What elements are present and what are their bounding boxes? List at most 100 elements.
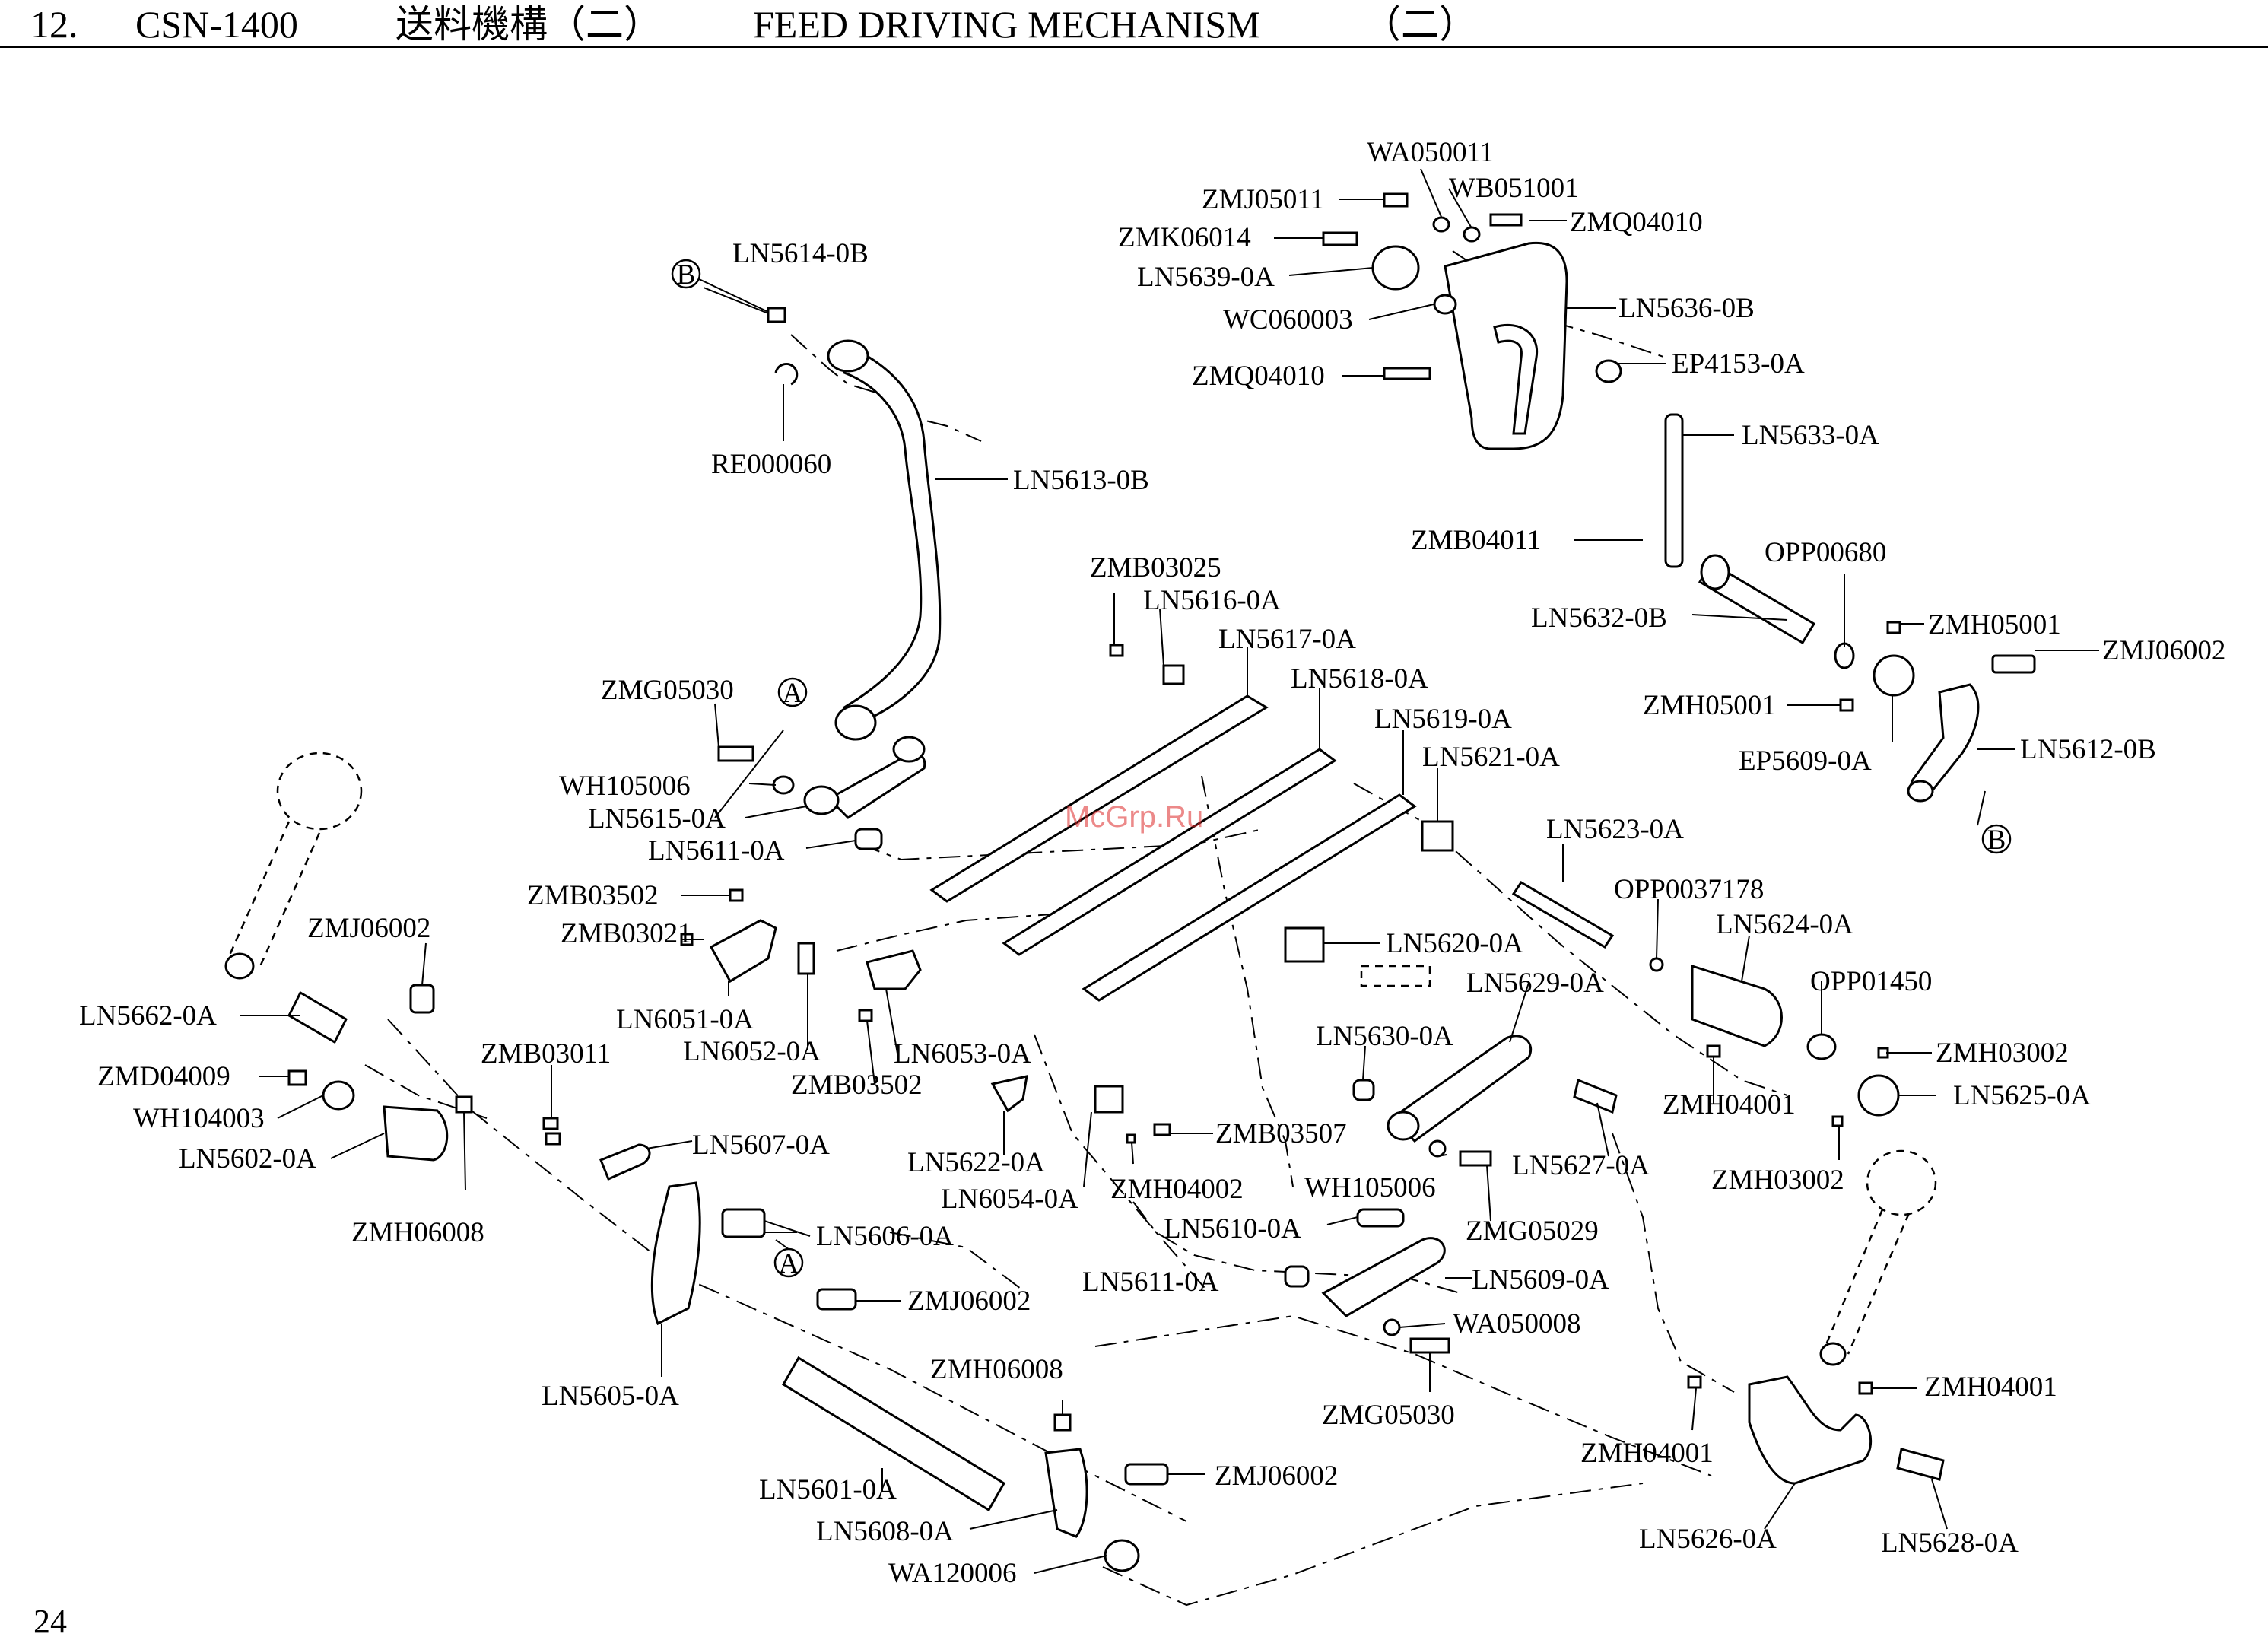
part-label: ZMG05029 [1466,1216,1599,1247]
ln5622-lever [990,1075,1028,1113]
part-label: LN5623-0A [1546,814,1684,845]
zmh05001-set-screw-top [1886,621,1901,634]
header-rule [0,46,2268,48]
zmh03002-set-screw-lower [1831,1115,1844,1127]
part-label: LN5628-0A [1881,1527,2019,1559]
part-label: ZMH03002 [1711,1165,1844,1196]
ln5628-pin [1896,1448,1945,1481]
ln5615-eye [892,736,926,763]
connecting-rod-right-eye [1819,1342,1847,1366]
part-label: ZMD04009 [97,1061,230,1092]
part-label: LN5636-0B [1618,293,1755,324]
ln5614-screw [767,307,786,323]
zmg05030-screw-lower [1409,1337,1450,1354]
part-label: ZMB03502 [791,1069,923,1101]
part-label: LN5626-0A [1639,1524,1777,1555]
zmh05001-set-screw-side [1839,698,1854,712]
part-label: OPP00680 [1765,537,1886,568]
part-label: ZMB04011 [1411,525,1541,556]
zmh04001-set-screw [1706,1044,1721,1058]
part-label: LN5618-0A [1291,663,1428,694]
part-label: LN5621-0A [1422,742,1560,773]
part-label: ZMH04001 [1924,1371,2057,1403]
part-label: ZMJ06002 [1215,1460,1338,1492]
ln5616-block [1162,664,1185,685]
zmj05011-screw [1383,192,1409,208]
ln5610-pin [1356,1208,1405,1228]
ln5611-pin [854,828,883,850]
wa050011-washer [1432,216,1450,233]
zmg05030-screw [717,745,754,762]
part-label: ZMH06008 [351,1217,484,1248]
leader-lines [240,168,2099,1574]
connecting-rod-ghost-top [276,752,363,831]
connecting-rod-ghost-right-top [1866,1149,1937,1216]
part-label: LN6054-0A [941,1184,1078,1215]
zmb03502-screw-upper [729,888,744,902]
ln5662-pin [287,990,348,1044]
part-label: EP4153-0A [1672,348,1805,380]
part-label: ZMJ06002 [307,913,430,944]
ln5613-lower-eye [834,704,877,741]
marker-a-upper: A [777,677,808,709]
part-label: RE000060 [711,449,831,480]
model-name: CSN-1400 [135,3,298,46]
svg-text:A: A [779,1248,799,1279]
part-label: LN5613-0B [1013,465,1149,496]
part-label: ZMJ06002 [907,1286,1031,1317]
zmh06008-set-screw [455,1095,473,1114]
ln5608-clamp [1044,1448,1088,1538]
ln5627-pin [1573,1078,1618,1114]
wa050008-washer [1383,1318,1401,1336]
ln5630-bushing [1352,1079,1375,1101]
ln5617-feed-bar [929,694,1269,903]
part-label: EP5609-0A [1739,745,1872,777]
part-label: LN6053-0A [894,1038,1031,1069]
part-label: WH105006 [1304,1172,1436,1203]
part-label: LN5622-0A [907,1147,1045,1178]
part-label: ZMH06008 [930,1354,1063,1385]
part-label: WH104003 [133,1103,265,1134]
zmk06014-screw [1322,231,1358,246]
ln5613-upper-eye [827,339,869,373]
part-label: LN5662-0A [79,1000,217,1031]
part-label: LN6051-0A [616,1004,754,1035]
part-label: ZMH03002 [1936,1038,2069,1069]
part-label: LN5611-0A [1082,1267,1219,1298]
zmb03502-screw-lower [858,1009,873,1022]
wa120006-washer [1104,1539,1140,1572]
part-label: LN5607-0A [692,1130,830,1161]
ep4153-collar [1595,359,1622,383]
zmh04001-set-screw-right [1858,1381,1873,1395]
section-number: 12. [30,3,78,46]
part-label: ZMH04001 [1580,1438,1714,1469]
zmj06002-screw-right [1991,654,2036,674]
ln6053-feed-dog [866,949,922,990]
ln5613-link-arm [842,344,942,724]
ep5609-collar [1873,654,1915,697]
ln5612-crank [1909,683,1980,798]
connecting-rod-ghost-right-shank-1 [1824,1209,1884,1347]
part-label: ZMJ06002 [2102,635,2225,666]
svg-text:B: B [677,259,696,291]
part-label: LN5619-0A [1374,704,1512,735]
ln5626-crank [1748,1375,1872,1485]
part-label: ZMG05030 [1322,1400,1455,1431]
ln5609-crank [1321,1237,1446,1317]
ln6052-plate [797,942,815,975]
ln5619-feed-bar [1082,793,1417,1002]
ln5629-crank [1390,1035,1533,1143]
part-label: LN5633-0A [1742,420,1879,451]
part-label: LN5608-0A [816,1516,954,1547]
ln5612-eye [1907,780,1934,803]
part-label: LN6052-0A [683,1036,821,1067]
part-label: LN5602-0A [179,1143,316,1174]
wh105006-washer [772,775,795,795]
part-label: LN5620-0A [1386,928,1523,959]
ln5620-block [1284,926,1325,963]
marker-b-top: B [671,259,701,291]
ln6051-feed-dog [709,919,777,984]
part-label: ZMG05030 [601,675,734,706]
part-label: LN5617-0A [1218,624,1356,655]
part-label: ZMB03507 [1215,1118,1347,1149]
